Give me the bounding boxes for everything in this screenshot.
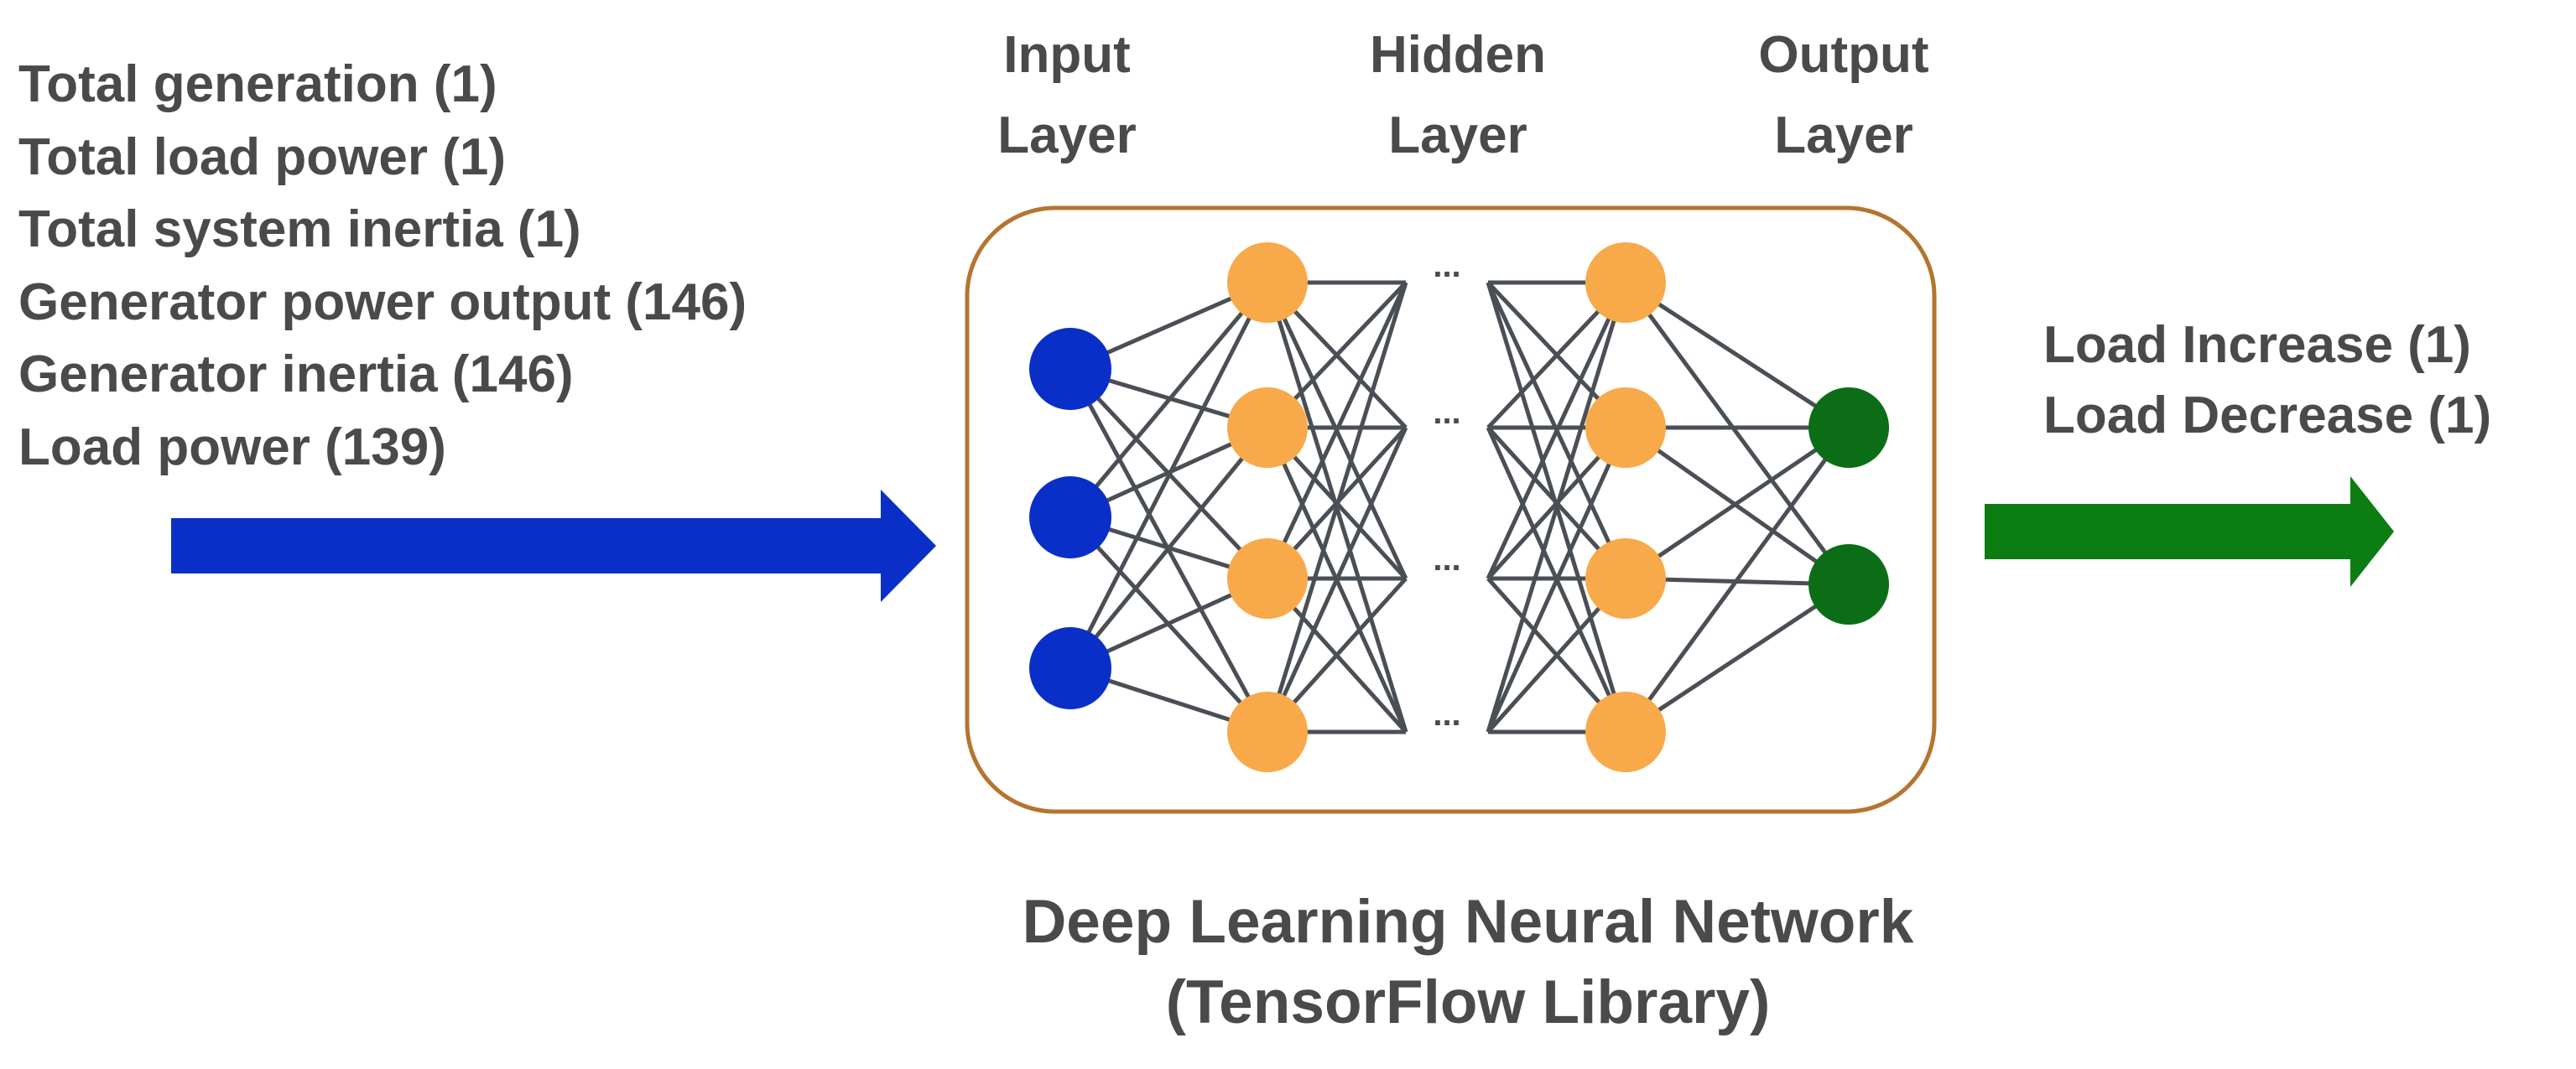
edge-hidden2-0-to-output-1 (1623, 281, 1851, 586)
edge-hidden1-3-to-mid-1 (1265, 426, 1408, 734)
edge-hidden2-3-to-output-0 (1623, 426, 1851, 734)
hidden-node-first-4 (1227, 692, 1308, 772)
output-label-load-decrease: Load Decrease (1) (2043, 387, 2492, 444)
hidden-node-first-3 (1227, 538, 1308, 619)
input-node-3 (1029, 627, 1111, 709)
output-layer-label-line1: Output (1758, 26, 1929, 84)
output-layer-label-line2: Layer (1774, 106, 1913, 164)
input-features-list: Total generation (1) Total load power (1… (18, 49, 747, 484)
hidden-node-last-4 (1585, 692, 1666, 772)
input-node-2 (1029, 476, 1111, 558)
edge-hidden1-3-to-mid-0 (1265, 282, 1408, 733)
input-feature-total-generation: Total generation (1) (18, 55, 497, 113)
edge-hidden2-2-to-output-0 (1624, 425, 1850, 581)
hidden-layer-label-line1: Hidden (1369, 26, 1547, 84)
hidden-node-first-2 (1227, 387, 1308, 468)
input-arrow-head (881, 490, 936, 602)
edge-input-2-to-hidden1-1 (1069, 426, 1269, 670)
hidden-ellipsis-3: ... (1433, 541, 1460, 578)
output-arrow (1985, 476, 2394, 587)
edge-hidden2-1-to-output-1 (1624, 425, 1850, 587)
output-arrow-shaft (1985, 504, 2362, 559)
hidden-node-last-1 (1585, 242, 1666, 323)
input-feature-total-load-power: Total load power (1) (18, 127, 506, 186)
output-node-1 (1808, 387, 1889, 468)
network-caption-line1: Deep Learning Neural Network (1022, 888, 1914, 956)
hidden-ellipsis-1: ... (1433, 247, 1460, 284)
input-arrow-shaft (171, 518, 892, 573)
input-layer-label: Input Layer (933, 15, 1201, 176)
edge-input-2-to-hidden1-0 (1068, 281, 1270, 670)
output-node-2 (1808, 544, 1889, 625)
hidden-ellipsis-2: ... (1433, 394, 1460, 431)
edge-mid-0-to-hidden2-2 (1486, 281, 1628, 580)
input-node-1 (1029, 328, 1111, 410)
edge-hidden2-0-to-output-0 (1624, 280, 1850, 430)
input-layer-label-line2: Layer (997, 106, 1137, 164)
edge-hidden2-3-to-output-1 (1624, 582, 1850, 734)
input-layer-label-line1: Input (1003, 26, 1131, 84)
input-feature-generator-inertia: Generator inertia (146) (18, 345, 574, 403)
input-arrow (171, 490, 936, 602)
hidden-node-last-3 (1585, 538, 1666, 619)
output-labels-list: Load Increase (1) Load Decrease (1) (2043, 310, 2491, 451)
output-layer-label: Output Layer (1710, 15, 1978, 176)
hidden-layer-label: Hidden Layer (1324, 15, 1592, 176)
network-caption: Deep Learning Neural Network (TensorFlow… (939, 882, 1996, 1043)
input-feature-load-power: Load power (139) (18, 418, 446, 476)
network-nodes (1029, 242, 1889, 772)
edge-mid-0-to-hidden2-3 (1486, 282, 1628, 733)
input-feature-total-system-inertia: Total system inertia (1) (18, 200, 581, 258)
hidden-ellipsis-4: ... (1433, 696, 1460, 733)
edge-mid-1-to-hidden2-3 (1486, 426, 1628, 734)
network-box (965, 205, 1937, 814)
network-caption-line2: (TensorFlow Library) (1165, 968, 1771, 1036)
hidden-layer-label-line2: Layer (1388, 106, 1527, 164)
hidden-node-first-1 (1227, 242, 1308, 323)
hidden-node-last-2 (1585, 387, 1666, 468)
input-feature-generator-power-output: Generator power output (146) (18, 272, 747, 331)
output-arrow-head (2350, 476, 2394, 587)
edge-hidden1-2-to-mid-0 (1265, 281, 1408, 580)
output-label-load-increase: Load Increase (1) (2043, 316, 2471, 374)
edge-input-1-to-hidden1-0 (1069, 281, 1269, 519)
hidden-layer-ellipses: ............ (1433, 247, 1460, 733)
